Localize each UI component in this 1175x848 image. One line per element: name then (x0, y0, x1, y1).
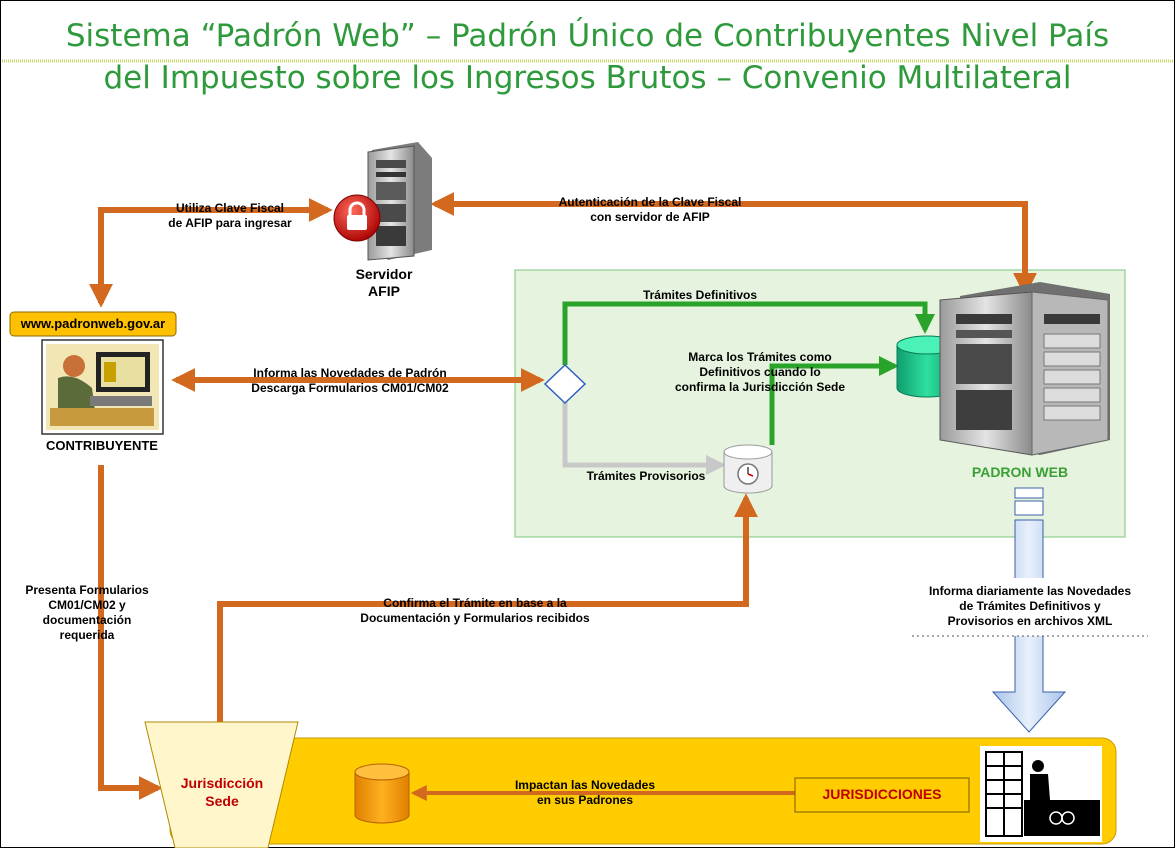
marca-tramites-line-2: Definitivos cuando lo (699, 365, 821, 379)
padronweb-url-link[interactable]: www.padronweb.gov.ar (20, 316, 166, 331)
impactan-novedades-line-2: en sus Padrones (536, 793, 634, 807)
contribuyente-icon (41, 339, 164, 435)
confirma-tramite-label: Confirma el Trámite en base a la Documen… (340, 596, 610, 626)
edge-presenta-formularios (98, 465, 163, 800)
edge-tramites-definitivos (562, 301, 935, 365)
informa-novedades-label: Informa las Novedades de Padrón Descarga… (220, 366, 480, 396)
edge-marca-tramites (769, 356, 899, 445)
jurisdiccion-sede-line-2: Sede (205, 793, 239, 809)
afip-server-icon (367, 142, 432, 261)
autenticacion-label: Autenticación de la Clave Fiscal con ser… (540, 195, 760, 225)
padron-web-label: PADRON WEB (971, 464, 1069, 480)
edge-confirma-tramite (217, 493, 758, 722)
marca-tramites-line-1: Marca los Trámites como (688, 350, 832, 364)
presenta-formularios-line-2: CM01/CM02 y (48, 598, 126, 612)
servidor-afip-line-1: Servidor (355, 266, 413, 282)
lock-icon (333, 194, 381, 242)
marca-tramites-label: Marca los Trámites como Definitivos cuan… (650, 350, 870, 395)
informa-novedades-line-1: Informa las Novedades de Padrón (253, 366, 447, 380)
presenta-formularios-line-4: requerida (59, 628, 115, 642)
padron-server-icon (939, 282, 1110, 456)
informa-diariamente-line-3: Provisorios en archivos XML (947, 614, 1113, 628)
tramites-provisorios-label: Trámites Provisorios (586, 469, 706, 483)
tramites-definitivos-label: Trámites Definitivos (642, 288, 758, 302)
impactan-novedades-line-1: Impactan las Novedades (514, 778, 656, 792)
informa-diariamente-line-2: de Trámites Definitivos y (959, 599, 1101, 613)
autenticacion-line-2: con servidor de AFIP (590, 210, 710, 224)
informa-novedades-line-2: Descarga Formularios CM01/CM02 (251, 381, 449, 395)
utiliza-clave-line-2: de AFIP para ingresar (168, 216, 292, 230)
edge-autenticacion (430, 192, 1037, 297)
page-title-line-2: del Impuesto sobre los Ingresos Brutos –… (103, 60, 1072, 96)
url-badge-box (9, 311, 177, 337)
edge-utiliza-clave (89, 198, 333, 308)
page-title-line-1: Sistema “Padrón Web” – Padrón Único de C… (65, 18, 1110, 54)
impactan-novedades-label: Impactan las Novedades en sus Padrones (480, 778, 690, 808)
edge-tramites-provisorios (562, 402, 726, 475)
confirma-tramite-line-1: Confirma el Trámite en base a la (383, 596, 567, 610)
presenta-formularios-line-3: documentación (42, 613, 132, 627)
jurisdiccion-sede-label: Jurisdicción Sede (160, 774, 284, 810)
presenta-formularios-line-1: Presenta Formularios (25, 583, 149, 597)
presenta-formularios-label: Presenta Formularios CM01/CM02 y documen… (20, 583, 154, 643)
jurisdiccion-sede-shape (144, 721, 299, 848)
informa-diariamente-label: Informa diariamente las Novedades de Trá… (912, 584, 1148, 629)
servidor-afip-line-2: AFIP (368, 283, 400, 299)
utiliza-clave-label: Utiliza Clave Fiscal de AFIP para ingres… (150, 201, 310, 231)
xml-note-box (912, 578, 1148, 636)
autenticacion-line-1: Autenticación de la Clave Fiscal (558, 195, 742, 209)
decision-diamond (543, 363, 587, 405)
confirma-tramite-line-2: Documentación y Formularios recibidos (360, 611, 590, 625)
provisorios-db-icon (723, 444, 773, 494)
informa-diariamente-line-1: Informa diariamente las Novedades (928, 584, 1132, 598)
jurisdicciones-label: JURISDICCIONES (822, 786, 942, 802)
utiliza-clave-line-1: Utiliza Clave Fiscal (175, 201, 285, 215)
contribuyente-label: CONTRIBUYENTE (46, 438, 158, 453)
servidor-afip-label: Servidor AFIP (340, 266, 428, 300)
marca-tramites-line-3: confirma la Jurisdicción Sede (674, 380, 846, 394)
jurisdiccion-sede-line-1: Jurisdicción (180, 775, 264, 791)
jurisdicciones-clipart-icon (980, 746, 1102, 842)
jurisdiccion-db-icon (354, 763, 410, 824)
jurisdicciones-box (794, 777, 970, 813)
